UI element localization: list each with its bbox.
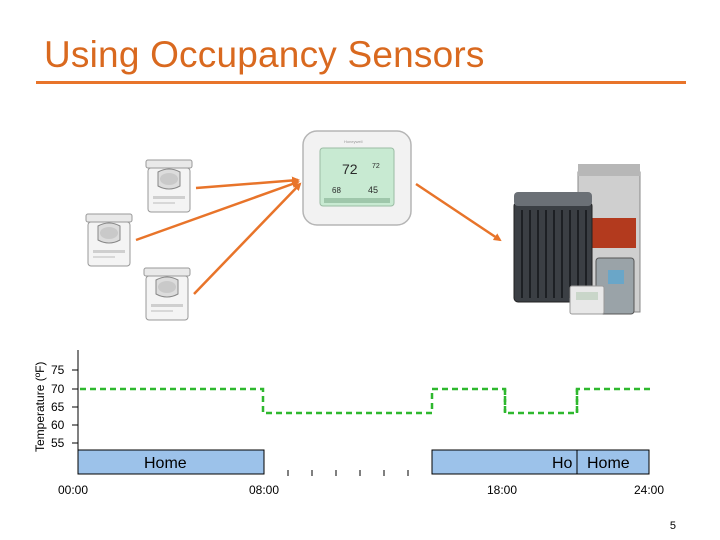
y-tick-label: 65 <box>51 400 65 414</box>
thermostat-main-temp: 72 <box>342 161 358 177</box>
setpoint-line <box>80 387 650 415</box>
svg-text:Honeywell: Honeywell <box>344 139 363 144</box>
title-underline <box>36 81 686 84</box>
occupancy-block-label: Home <box>144 455 187 472</box>
x-tick-label: 24:00 <box>634 483 664 497</box>
y-tick-label: 60 <box>51 418 65 432</box>
thermostat-to-hvac-arrow <box>415 182 502 242</box>
y-axis-label: Temperature (ºF) <box>33 362 47 452</box>
sensor-to-thermostat-arrow <box>195 176 300 190</box>
thermostat-side-temp-bottom: 45 <box>368 185 378 195</box>
x-axis-ticks <box>287 470 409 476</box>
hvac-unit-icon <box>513 164 641 315</box>
x-tick-label: 08:00 <box>249 483 279 497</box>
page-number: 5 <box>669 520 676 532</box>
y-tick-label: 70 <box>51 382 65 396</box>
sensor-to-thermostat-arrow <box>135 180 300 242</box>
thermostat-icon: Honeywell 72 72 68 45 <box>302 130 412 226</box>
slide-title: Using Occupancy Sensors <box>44 34 485 75</box>
x-tick-label: 18:00 <box>487 483 517 497</box>
y-tick-label: 75 <box>51 363 65 377</box>
x-tick-label: 00:00 <box>58 483 88 497</box>
thermostat-set-temp: 68 <box>332 186 341 195</box>
occupancy-block-label: Home <box>587 455 630 472</box>
occupancy-sensor-icon <box>145 159 193 213</box>
sensor-to-thermostat-arrow <box>193 182 302 295</box>
occupancy-block <box>576 449 650 475</box>
occupancy-block <box>431 449 578 475</box>
occupancy-block <box>77 449 265 475</box>
occupancy-sensor-icon <box>85 213 133 267</box>
thermostat-side-temp-top: 72 <box>372 163 380 170</box>
occupancy-block-label: Ho <box>552 455 573 472</box>
y-tick-label: 55 <box>51 436 65 450</box>
occupancy-sensor-icon <box>143 267 191 321</box>
